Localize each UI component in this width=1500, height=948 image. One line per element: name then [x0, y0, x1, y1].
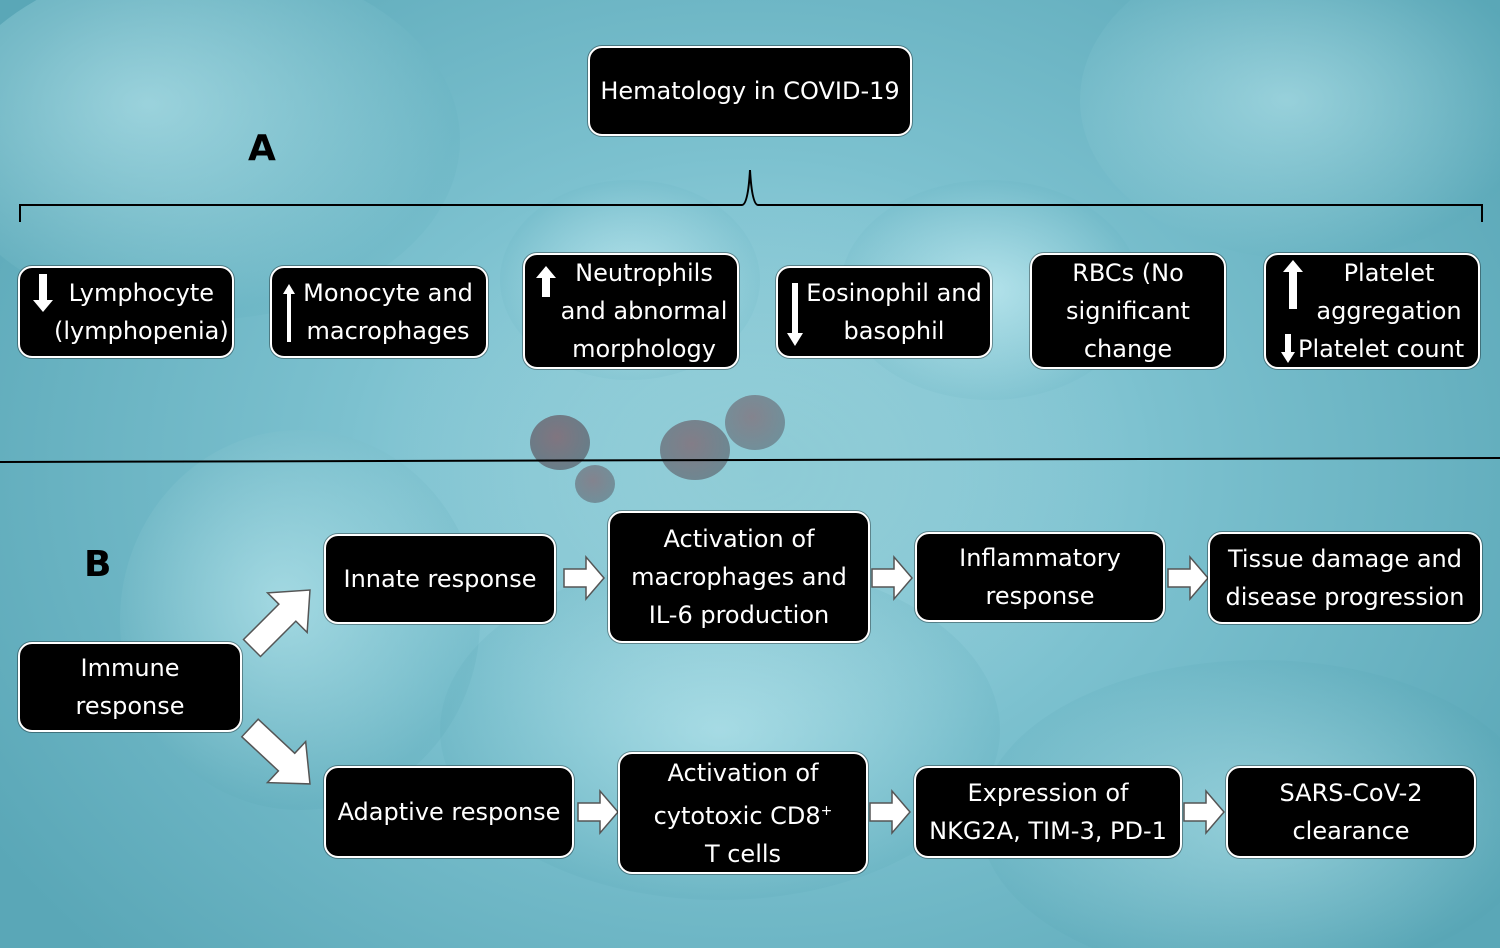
platelet-bottom-row: Platelet count [1270, 330, 1474, 368]
tissue-damage-text: Tissue damage and disease progression [1225, 545, 1465, 611]
arrow-right-icon [1183, 788, 1225, 836]
adaptive-response-box: Adaptive response [324, 766, 574, 858]
immune-response-box: Immune response [18, 642, 242, 732]
inflammatory-response-text: Inflammatory response [959, 544, 1121, 610]
tissue-damage-box: Tissue damage and disease progression [1208, 532, 1482, 624]
cd8-activation-text: Activation of cytotoxic CD8+ T cells [654, 754, 833, 873]
page-title: Hematology in COVID-19 [600, 77, 900, 105]
macrophage-activation-box: Activation of macrophages and IL-6 produ… [608, 511, 870, 643]
arrow-right-icon [1167, 554, 1209, 602]
brace [19, 169, 1483, 222]
expression-box: Expression of NKG2A, TIM-3, PD-1 [914, 766, 1182, 858]
panel-a-label: A [248, 128, 276, 169]
platelet-top-row: Platelet aggregation [1270, 254, 1474, 330]
arrow-right-icon [869, 788, 911, 836]
macrophage-activation-text: Activation of macrophages and IL-6 produ… [631, 525, 847, 629]
panel-b-label: B [84, 544, 112, 585]
arrow-up-right-icon [242, 589, 311, 658]
expression-text: Expression of NKG2A, TIM-3, PD-1 [929, 779, 1167, 845]
monocyte-box: Monocyte and macrophages [270, 266, 488, 358]
lymphocyte-text: Lymphocyte (lymphopenia) [54, 279, 229, 345]
neutrophil-box: Neutrophils and abnormal morphology [523, 253, 739, 369]
innate-response-box: Innate response [324, 534, 556, 624]
arrow-up-icon [536, 266, 556, 297]
clearance-text: SARS-CoV-2 clearance [1279, 779, 1423, 845]
arrow-down-right-icon [240, 718, 311, 785]
monocyte-text: Monocyte and macrophages [303, 279, 473, 345]
immune-response-text: Immune response [75, 654, 185, 720]
cd8-line-3: T cells [704, 839, 782, 868]
lymphocyte-box: Lymphocyte (lymphopenia) [18, 266, 234, 358]
platelet-box: Platelet aggregation Platelet count [1264, 253, 1480, 369]
arrow-down-icon [787, 283, 803, 346]
cd8-activation-box: Activation of cytotoxic CD8+ T cells [618, 752, 868, 874]
arrow-up-icon [1283, 260, 1303, 309]
section-divider [0, 457, 1500, 463]
innate-response-text: Innate response [343, 565, 537, 593]
superscript-plus: + [820, 802, 833, 819]
neutrophil-text: Neutrophils and abnormal morphology [560, 259, 728, 363]
clearance-box: SARS-CoV-2 clearance [1226, 766, 1476, 858]
eosinophil-text: Eosinophil and basophil [806, 279, 982, 345]
rbc-box: RBCs (No significant change [1030, 253, 1226, 369]
arrow-right-icon [563, 554, 605, 602]
arrow-right-icon [871, 554, 913, 602]
arrow-up-icon [283, 284, 295, 342]
arrow-down-icon [33, 274, 53, 312]
cd8-line-1: Activation of [667, 758, 819, 787]
adaptive-response-text: Adaptive response [337, 798, 561, 826]
eosinophil-box: Eosinophil and basophil [776, 266, 992, 358]
inflammatory-response-box: Inflammatory response [915, 532, 1165, 622]
rbc-text: RBCs (No significant change [1066, 259, 1190, 363]
arrow-right-icon [577, 788, 619, 836]
platelet-aggregation-text: Platelet aggregation [1316, 259, 1462, 325]
cd8-line-2: cytotoxic CD8 [653, 801, 821, 830]
arrow-down-icon [1281, 334, 1295, 363]
title-box: Hematology in COVID-19 [588, 46, 912, 136]
platelet-count-text: Platelet count [1298, 335, 1465, 363]
